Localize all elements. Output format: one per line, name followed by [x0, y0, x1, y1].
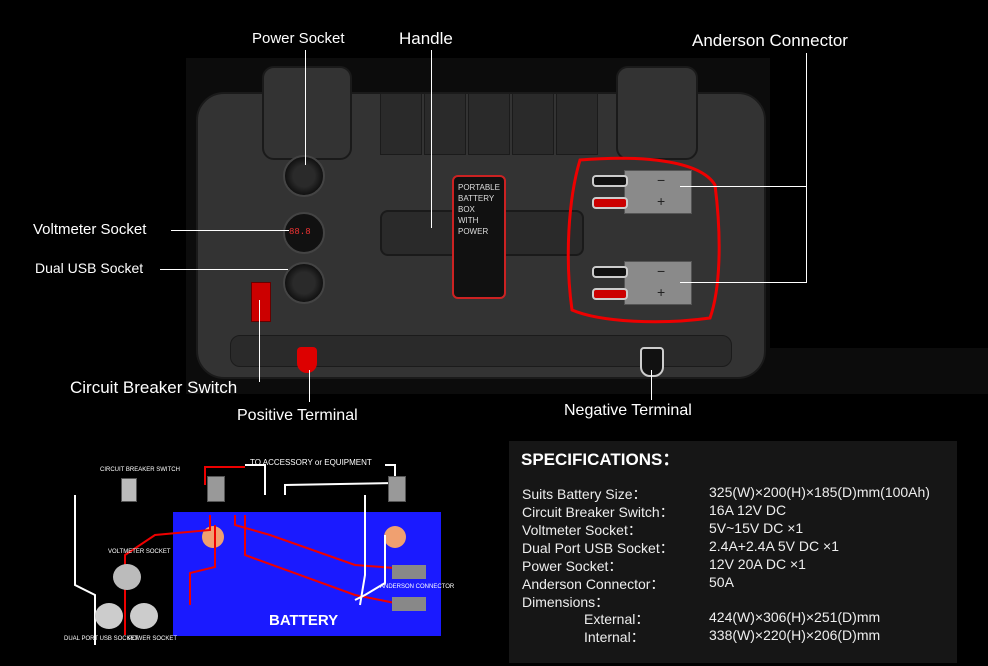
callout-line [309, 370, 310, 402]
diagram-anderson-top [392, 565, 426, 579]
voltmeter-display: 88.8 [289, 227, 311, 237]
photo-backdrop-extension [770, 348, 988, 394]
positive-terminal [297, 347, 317, 373]
callout-line [651, 370, 652, 400]
spec-label: Anderson Connector： [522, 576, 665, 592]
spec-label: Suits Battery Size： [522, 486, 647, 502]
callout-line [160, 269, 288, 270]
label-line-2: BATTERY BOX [458, 194, 495, 214]
diagram-usb-label: DUAL PORT USB SOCKET [64, 636, 139, 642]
diagram-breaker [121, 478, 137, 502]
minus-symbol: − [657, 263, 666, 279]
callout-line [259, 300, 260, 382]
anderson-connector-bottom: − + [624, 261, 692, 305]
specifications-panel [509, 441, 957, 663]
plus-symbol: + [657, 284, 666, 300]
callout-dual-usb-socket: Dual USB Socket [35, 260, 144, 276]
spec-value: 325(W)×200(H)×185(D)mm(100Ah) [709, 484, 930, 500]
spec-value: 16A 12V DC [709, 502, 787, 518]
spec-label: Dual Port USB Socket： [522, 540, 674, 556]
box-rib [380, 93, 422, 155]
callout-voltmeter-socket: Voltmeter Socket [33, 221, 147, 238]
black-cable [592, 175, 628, 187]
diagram-voltmeter-label: VOLTMETER SOCKET [108, 549, 171, 555]
callout-handle: Handle [399, 29, 453, 48]
diagram-circuit-breaker-label: CIRCUIT BREAKER SWITCH [100, 467, 180, 473]
spec-external-value: 424(W)×306(H)×251(D)mm [709, 609, 881, 625]
callout-line [431, 50, 432, 228]
circuit-breaker-switch [251, 282, 271, 322]
battery-positive-post [202, 526, 224, 548]
box-label-panel: PORTABLE BATTERY BOX WITH POWER [452, 175, 506, 299]
spec-value: 2.4A+2.4A 5V DC ×1 [709, 538, 839, 554]
red-cable [592, 288, 628, 300]
callout-power-socket: Power Socket [252, 30, 345, 47]
diagram-power-socket [130, 603, 158, 629]
diagram-negative-connector [388, 476, 406, 502]
diagram-anderson-label: ANDERSON CONNECTOR [380, 584, 455, 590]
diagram-anderson-bottom [392, 597, 426, 611]
callout-line [305, 50, 306, 165]
box-rib [512, 93, 554, 155]
red-cable [592, 197, 628, 209]
anderson-connector-top: − + [624, 170, 692, 214]
spec-label: Power Socket： [522, 558, 623, 574]
spec-value: 5V~15V DC ×1 [709, 520, 804, 536]
callout-line [806, 53, 807, 283]
callout-line [171, 230, 289, 231]
callout-positive-terminal: Positive Terminal [237, 407, 358, 424]
black-cable [592, 266, 628, 278]
plus-symbol: + [657, 193, 666, 209]
voltmeter-socket: 88.8 [283, 212, 325, 254]
negative-terminal [640, 347, 664, 377]
diagram-usb-socket [95, 603, 123, 629]
callout-circuit-breaker-switch: Circuit Breaker Switch [70, 378, 238, 397]
battery-negative-post [384, 526, 406, 548]
anderson-highlight-outline [566, 156, 721, 324]
specifications-title: SPECIFICATIONS： [521, 450, 680, 469]
battery-label: BATTERY [269, 612, 339, 629]
diagram-power-socket-label: POWER SOCKET [128, 636, 178, 642]
box-rib [468, 93, 510, 155]
power-socket [283, 155, 325, 197]
spec-internal-label: Internal： [584, 629, 645, 645]
spec-label: Voltmeter Socket： [522, 522, 642, 538]
spec-internal-value: 338(W)×220(H)×206(D)mm [709, 627, 881, 643]
label-line-3: WITH POWER [458, 216, 489, 236]
box-rib [556, 93, 598, 155]
box-right-tab [616, 66, 698, 160]
callout-line [680, 186, 806, 187]
callout-anderson-connector: Anderson Connector [692, 31, 848, 50]
diagram-to-accessory: TO ACCESSORY or EQUIPMENT [250, 458, 372, 467]
spec-label: Circuit Breaker Switch： [522, 504, 674, 520]
spec-value: 50A [709, 574, 734, 590]
callout-negative-terminal: Negative Terminal [564, 402, 692, 419]
label-line-1: PORTABLE [458, 183, 500, 192]
diagram-positive-connector [207, 476, 225, 502]
spec-value: 12V 20A DC ×1 [709, 556, 806, 572]
diagram-voltmeter [113, 564, 141, 590]
callout-line [680, 282, 806, 283]
spec-label: Dimensions： [522, 594, 610, 610]
box-left-tab [262, 66, 352, 160]
spec-external-label: External： [584, 611, 650, 627]
dual-usb-socket [283, 262, 325, 304]
minus-symbol: − [657, 172, 666, 188]
